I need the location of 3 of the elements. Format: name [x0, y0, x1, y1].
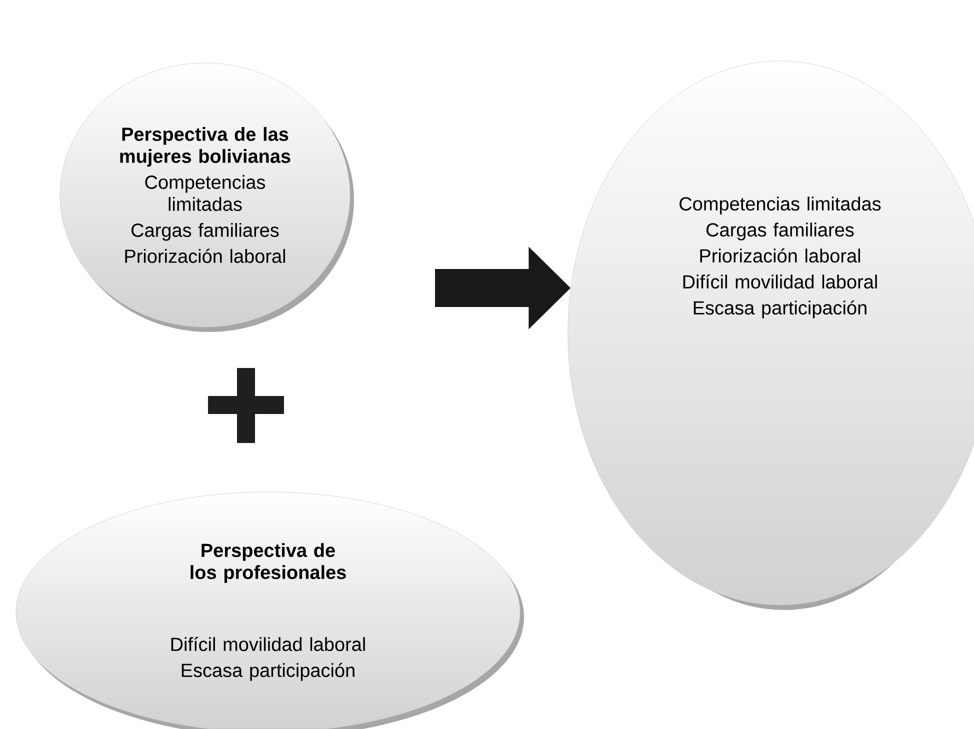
ellipse-node: Perspectiva de los profesionales Difícil movilidad laboral Escasa participación [16, 492, 524, 729]
ellipse-node: Perspectiva de las mujeres bolivianas Competencias limitadas Cargas familiares Priorización laboral [60, 62, 354, 332]
ellipse-node: Competencias limitadas Cargas familiares Priorización laboral Difícil movilidad laboral Escasa participación [568, 60, 974, 610]
